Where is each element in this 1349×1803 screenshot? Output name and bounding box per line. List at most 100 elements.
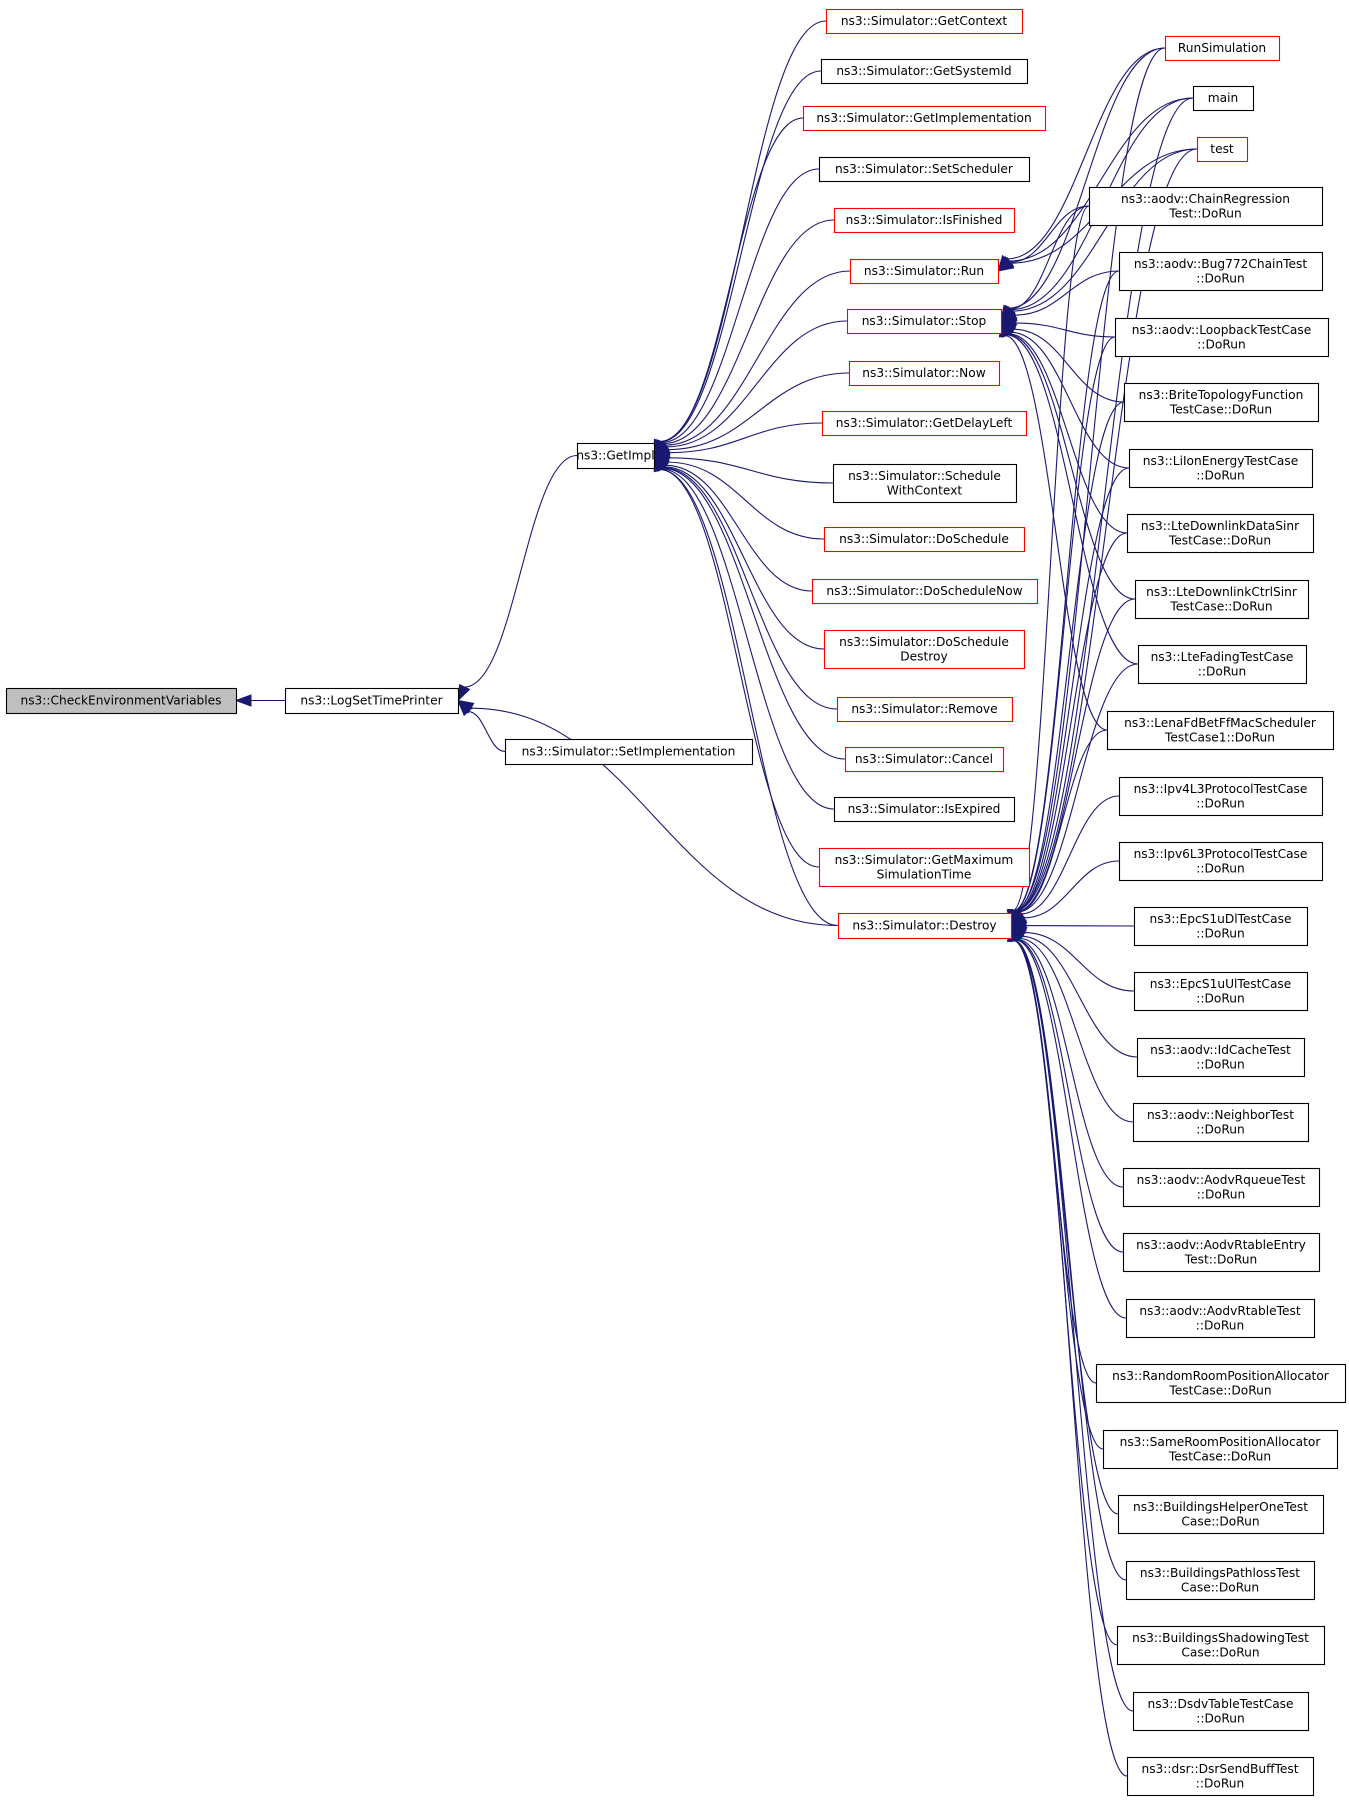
node-isfinished[interactable]: ns3::Simulator::IsFinished [833, 207, 1016, 234]
node-label: ns3::Simulator::GetDelayLeft [836, 416, 1013, 430]
edge-line [1013, 328, 1125, 403]
node-label: main [1208, 91, 1238, 105]
node-box [1123, 382, 1320, 423]
node-setscheduler[interactable]: ns3::Simulator::SetScheduler [818, 156, 1031, 183]
node-stop[interactable]: ns3::Simulator::Stop [846, 308, 1003, 335]
node-label: ns3::Simulator::Schedule [848, 469, 1001, 483]
node-dsrsendbuff[interactable]: ns3::dsr::DsrSendBuffTest::DoRun [1126, 1756, 1315, 1797]
node-label: ns3::Simulator::DoScheduleNow [826, 584, 1022, 598]
node-box [1095, 1363, 1347, 1404]
call-edge-getcontext-to-getimpl [653, 20, 827, 457]
node-isexpired[interactable]: ns3::Simulator::IsExpired [833, 796, 1016, 823]
node-logsettimeprinter[interactable]: ns3::LogSetTimePrinter [284, 687, 460, 715]
node-label: ns3::Simulator::Now [862, 366, 985, 380]
node-label: ::DoRun [1197, 1187, 1245, 1201]
node-getsystemid[interactable]: ns3::Simulator::GetSystemId [820, 58, 1029, 85]
node-destroy[interactable]: ns3::Simulator::Destroy [837, 912, 1013, 940]
node-box [1136, 1037, 1306, 1078]
node-getimplementation[interactable]: ns3::Simulator::GetImplementation [802, 105, 1047, 132]
node-setimplementation[interactable]: ns3::Simulator::SetImplementation [504, 738, 754, 766]
call-edge-epcs1udl-to-destroy [1009, 919, 1135, 932]
edge-arrowhead [996, 256, 1015, 272]
node-runsimulation[interactable]: RunSimulation [1164, 35, 1281, 62]
node-doschedule[interactable]: ns3::Simulator::DoSchedule [823, 526, 1026, 553]
node-main[interactable]: main [1192, 85, 1255, 112]
node-aodvrqueue[interactable]: ns3::aodv::AodvRqueueTest::DoRun [1122, 1167, 1321, 1208]
node-britetopology[interactable]: ns3::BriteTopologyFunctionTestCase::DoRu… [1123, 382, 1320, 423]
node-label: ns3::LenaFdBetFfMacScheduler [1124, 716, 1317, 730]
node-label: ns3::dsr::DsrSendBuffTest [1141, 1762, 1298, 1776]
edge-line [660, 117, 804, 443]
call-edge-stop-to-getimpl [652, 320, 848, 457]
node-ltefading[interactable]: ns3::LteFadingTestCase::DoRun [1137, 644, 1308, 685]
node-label: ns3::Simulator::DoSchedule [839, 532, 1009, 546]
node-box [818, 156, 1031, 183]
node-neighbor[interactable]: ns3::aodv::NeighborTest::DoRun [1132, 1102, 1310, 1143]
node-lenafdbet[interactable]: ns3::LenaFdBetFfMacSchedulerTestCase1::D… [1106, 710, 1335, 751]
call-edges [234, 20, 1198, 1777]
node-box [1134, 579, 1310, 620]
call-edge-dsdvtable-to-destroy [1007, 924, 1134, 1712]
node-idcache[interactable]: ns3::aodv::IdCacheTest::DoRun [1136, 1037, 1306, 1078]
node-dobschedulenow[interactable]: ns3::Simulator::DoScheduleNow [811, 578, 1039, 605]
node-label: ns3::Ipv6L3ProtocolTestCase [1134, 847, 1308, 861]
node-box [823, 629, 1026, 670]
node-box [802, 105, 1047, 132]
node-getcontext[interactable]: ns3::Simulator::GetContext [825, 8, 1024, 35]
edge-line [1010, 205, 1090, 263]
call-edge-lenafdbet-to-stop [998, 319, 1108, 731]
node-label: ns3::aodv::AodvRtableEntry [1136, 1238, 1306, 1252]
edge-line [661, 168, 820, 444]
node-randomroom[interactable]: ns3::RandomRoomPositionAllocatorTestCase… [1095, 1363, 1347, 1404]
edge-line [661, 467, 846, 760]
node-epcs1udl[interactable]: ns3::EpcS1uDlTestCase::DoRun [1133, 906, 1309, 947]
node-test[interactable]: test [1196, 136, 1249, 163]
node-cancel[interactable]: ns3::Simulator::Cancel [844, 746, 1005, 773]
node-liion[interactable]: ns3::LiIonEnergyTestCase::DoRun [1128, 448, 1314, 489]
call-edge-getmaximumsimulationtime-to-getimpl [653, 454, 820, 868]
node-box [1164, 35, 1281, 62]
node-box [848, 360, 1001, 387]
edge-line [659, 468, 839, 927]
node-label: ns3::Simulator::Stop [862, 314, 987, 328]
node-getimpl[interactable]: ns3::GetImpl [576, 442, 656, 470]
node-ipv4l3[interactable]: ns3::Ipv4L3ProtocolTestCase::DoRun [1118, 776, 1324, 817]
node-getdelayleft[interactable]: ns3::Simulator::GetDelayLeft [821, 410, 1028, 437]
node-epcs1uul[interactable]: ns3::EpcS1uUlTestCase::DoRun [1133, 971, 1309, 1012]
node-now[interactable]: ns3::Simulator::Now [848, 360, 1001, 387]
node-run[interactable]: ns3::Simulator::Run [849, 258, 1000, 285]
node-loopback[interactable]: ns3::aodv::LoopbackTestCase::DoRun [1114, 317, 1330, 358]
node-label: TestCase::DoRun [1168, 1449, 1271, 1463]
node-label: WithContext [887, 483, 963, 497]
node-box [1133, 906, 1309, 947]
node-ipv6l3[interactable]: ns3::Ipv6L3ProtocolTestCase::DoRun [1118, 841, 1324, 882]
edge-line [470, 707, 839, 927]
node-sameroom[interactable]: ns3::SameRoomPositionAllocatorTestCase::… [1102, 1429, 1339, 1470]
call-edge-now-to-getimpl [652, 372, 850, 457]
edge-line [1012, 205, 1090, 912]
node-label: ::DoRun [1196, 926, 1244, 940]
node-aodvrtable[interactable]: ns3::aodv::AodvRtableTest::DoRun [1125, 1298, 1316, 1339]
node-box [821, 410, 1028, 437]
node-bug772[interactable]: ns3::aodv::Bug772ChainTest::DoRun [1118, 251, 1324, 292]
node-label: ns3::CheckEnvironmentVariables [20, 694, 221, 708]
node-label: ns3::Simulator::GetImplementation [816, 111, 1031, 125]
node-box [832, 463, 1018, 504]
node-remove[interactable]: ns3::Simulator::Remove [836, 696, 1014, 723]
node-dsdvtable[interactable]: ns3::DsdvTableTestCase::DoRun [1132, 1691, 1310, 1732]
edge-line [663, 219, 835, 445]
node-label: TestCase::DoRun [1168, 533, 1271, 547]
edge-line [1023, 860, 1120, 919]
node-label: ns3::LteDownlinkCtrlSinr [1146, 585, 1298, 599]
node-label: ns3::Simulator::IsFinished [846, 213, 1003, 227]
